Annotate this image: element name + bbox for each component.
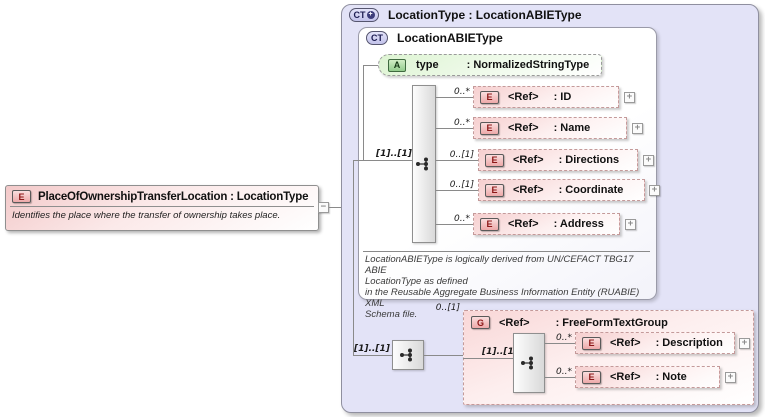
expand-icon[interactable]: + (625, 219, 636, 230)
element-place-of-ownership-transfer-location[interactable]: E PlaceOfOwnershipTransferLocation : Loc… (5, 185, 319, 231)
connector-line (363, 65, 364, 160)
element-note[interactable]: E <Ref> : Note (575, 366, 720, 388)
annotation-divider (363, 251, 650, 252)
connector-line (463, 358, 513, 359)
element-type: : Address (553, 218, 604, 230)
cardinality-label: 0..* (556, 367, 572, 377)
complextype-icon: CT (366, 31, 388, 45)
element-type: : Directions (558, 154, 620, 166)
connector-line (545, 377, 575, 378)
ct-badge-label: CT (353, 10, 366, 20)
derivation-plus-icon: + (366, 11, 375, 19)
element-name-row[interactable]: E <Ref> : Name (473, 117, 627, 139)
cardinality-label: 0..* (556, 333, 572, 343)
connector-line (353, 355, 392, 356)
element-name: <Ref> (508, 91, 539, 103)
element-name: <Ref> (610, 337, 641, 349)
element-icon: E (480, 121, 499, 135)
connector-line (436, 128, 473, 129)
connector-line (353, 160, 354, 356)
inner-ct-title: LocationABIEType (397, 31, 503, 45)
group-type: : FreeFormTextGroup (555, 316, 668, 329)
sequence-icon (400, 348, 412, 362)
cardinality-label: 0..[1] (449, 150, 474, 160)
element-annotation: Identifies the place where the transfer … (12, 210, 281, 221)
cardinality-label: 0..* (454, 214, 470, 224)
element-icon: E (480, 90, 499, 104)
group-name: <Ref> (499, 316, 530, 329)
element-coordinate[interactable]: E <Ref> : Coordinate (478, 179, 645, 201)
connector-line (353, 160, 413, 161)
sequence-cardinality-label: [1]..[1] (376, 149, 412, 159)
element-type: : Coordinate (558, 184, 624, 196)
attribute-name: type (416, 59, 439, 71)
connector-line (424, 355, 463, 356)
sequence-icon (416, 157, 428, 171)
sequence-icon (521, 356, 533, 370)
connector-line (436, 224, 473, 225)
connector-line (545, 343, 575, 344)
sequence-cardinality-label: [1]..[1] (482, 347, 518, 357)
attribute-datatype: : NormalizedStringType (466, 59, 590, 71)
element-id[interactable]: E <Ref> : ID (473, 86, 619, 108)
element-type: : Note (655, 371, 687, 383)
inner-ct-header: CT LocationABIEType (366, 31, 503, 45)
element-name: <Ref> (508, 122, 539, 134)
collapse-icon[interactable]: − (318, 202, 329, 213)
element-icon: E (485, 153, 504, 167)
complextype-derived-icon: CT + (349, 8, 379, 22)
cardinality-label: 0..[1] (449, 180, 474, 190)
type-annotation: LocationABIEType is logically derived fr… (365, 254, 640, 320)
sequence-cardinality-label: [1]..[1] (354, 344, 390, 354)
element-type: : ID (553, 91, 572, 103)
connector-line (436, 160, 478, 161)
element-name: <Ref> (508, 218, 539, 230)
sequence-compositor[interactable] (412, 85, 436, 243)
expand-icon[interactable]: + (643, 155, 654, 166)
element-icon: E (582, 336, 601, 350)
element-name: <Ref> (610, 371, 641, 383)
expand-icon[interactable]: + (632, 123, 643, 134)
element-description[interactable]: E <Ref> : Description (575, 332, 735, 354)
element-header: E PlaceOfOwnershipTransferLocation : Loc… (6, 186, 318, 203)
element-directions[interactable]: E <Ref> : Directions (478, 149, 638, 171)
attribute-icon: A (388, 58, 406, 72)
connector-line (363, 65, 378, 66)
element-icon: E (582, 370, 601, 384)
cardinality-label: 0..* (454, 118, 470, 128)
element-name: <Ref> (513, 184, 544, 196)
connector-line (436, 97, 473, 98)
cardinality-label: 0..[1] (435, 303, 460, 313)
connector-line (436, 190, 478, 191)
group-header: G <Ref> : FreeFormTextGroup (464, 311, 753, 329)
element-type: : Description (655, 337, 723, 349)
expand-icon[interactable]: + (624, 92, 635, 103)
element-icon: E (12, 190, 31, 203)
expand-icon[interactable]: + (649, 185, 660, 196)
element-type: : Name (553, 122, 591, 134)
cardinality-label: 0..* (454, 87, 470, 97)
sequence-compositor[interactable] (392, 340, 424, 370)
element-address[interactable]: E <Ref> : Address (473, 213, 620, 235)
expand-icon[interactable]: + (725, 372, 736, 383)
group-icon: G (471, 316, 490, 329)
element-name: <Ref> (513, 154, 544, 166)
outer-ct-header: CT + LocationType : LocationABIEType (349, 8, 582, 22)
divider (10, 206, 314, 207)
element-icon: E (480, 217, 499, 231)
element-icon: E (485, 183, 504, 197)
expand-icon[interactable]: + (739, 338, 750, 349)
group-freeformtextgroup[interactable]: G <Ref> : FreeFormTextGroup (463, 310, 754, 405)
element-title: PlaceOfOwnershipTransferLocation : Locat… (38, 190, 309, 203)
outer-ct-title: LocationType : LocationABIEType (388, 8, 582, 22)
attribute-type[interactable]: A type : NormalizedStringType (378, 54, 602, 76)
sequence-compositor[interactable] (513, 333, 545, 393)
